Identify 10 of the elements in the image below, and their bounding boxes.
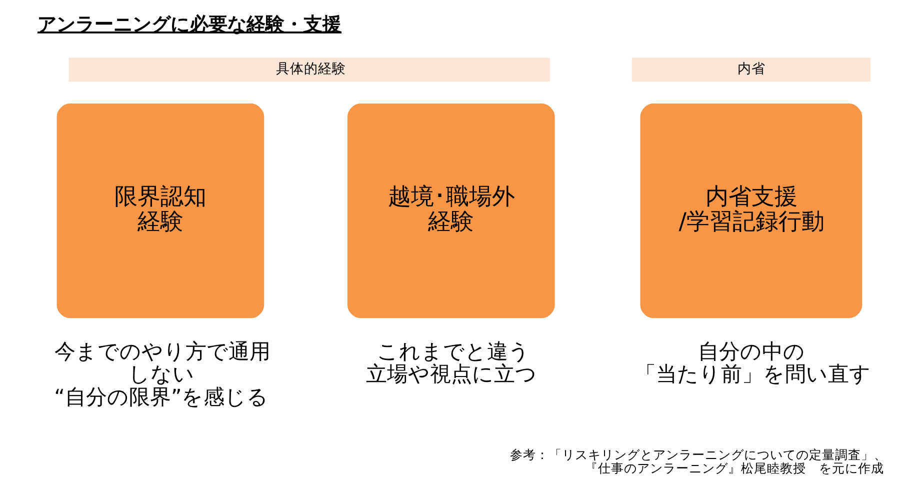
node-label: 自分の中の「当たり前」を問い直す [634, 339, 871, 386]
node-box: 具体的経験 [68, 58, 550, 82]
node-box: 越境･職場外経験 [346, 104, 554, 318]
node-box: 限界認知経験 [56, 104, 264, 318]
caption: 参考：「リスキリングとアンラーニングについての定量調査」、『仕事のアンラーニング』松尾睦教授 を元に作成 [509, 446, 886, 476]
diagram-title: アンラーニングに必要な経験・支援 [37, 14, 341, 36]
node-label: これまでと違う立場や視点に立つ [366, 339, 537, 386]
node-box: 内省 [631, 58, 870, 82]
node-box: 内省支援/学習記録行動 [640, 104, 862, 318]
node-label: 今までのやり方で通用しない“自分の限界”を感じる [54, 339, 270, 410]
